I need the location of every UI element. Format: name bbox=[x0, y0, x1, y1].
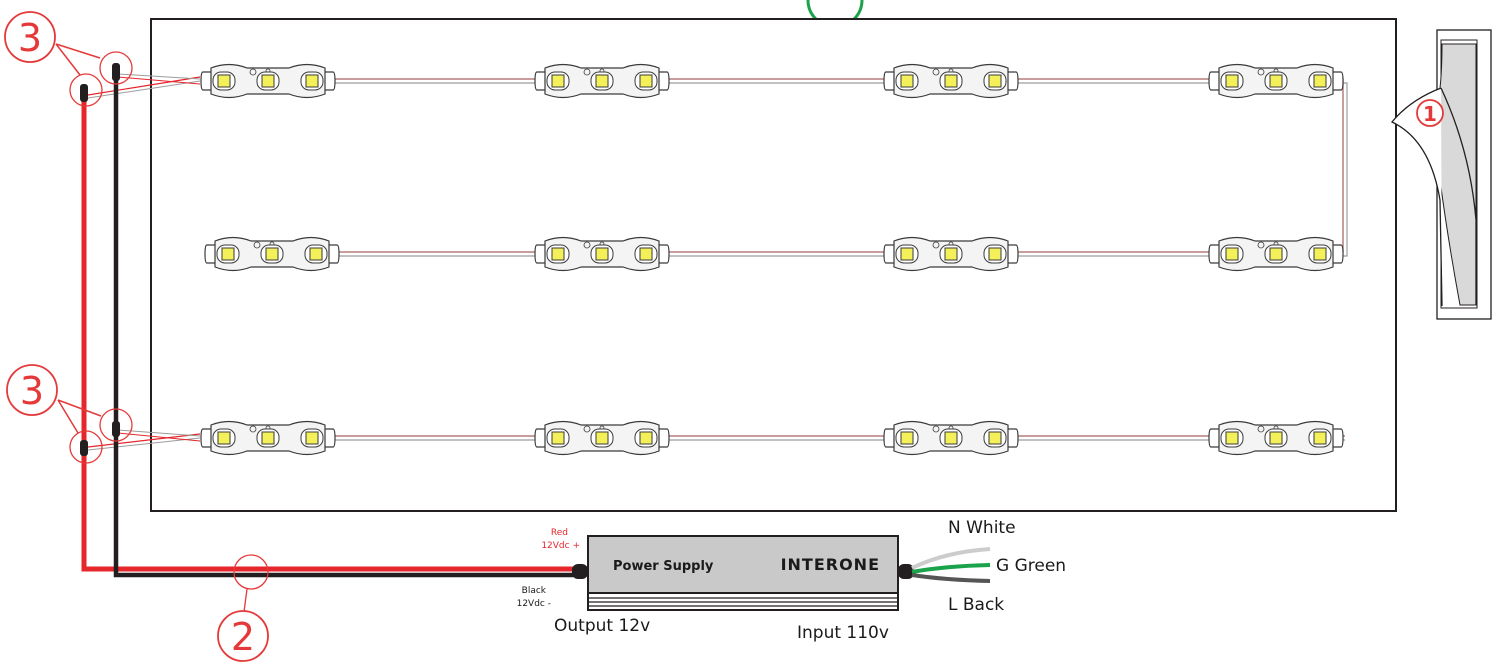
white-wire bbox=[911, 547, 991, 570]
white-wire-label: N White bbox=[948, 518, 1016, 538]
psu-output-connector bbox=[572, 564, 588, 579]
led-module bbox=[200, 63, 336, 99]
marker-1-circle bbox=[1416, 99, 1444, 127]
psu-title: Power Supply bbox=[613, 559, 714, 574]
connector-black-top bbox=[112, 63, 120, 81]
led-module bbox=[534, 236, 670, 272]
marker-3-top: 3 bbox=[4, 11, 133, 107]
marker-2-number: 2 bbox=[231, 615, 255, 659]
led-module bbox=[204, 236, 340, 272]
marker-3-top-number: 3 bbox=[18, 16, 42, 60]
led-module bbox=[1208, 420, 1344, 456]
black-lead-voltage: 12Vdc - bbox=[517, 599, 551, 609]
marker-1-number: 1 bbox=[1423, 102, 1437, 126]
output-label: Output 12v bbox=[554, 616, 650, 636]
black-wire-label: L Back bbox=[948, 595, 1004, 615]
ac-input-wires bbox=[911, 547, 991, 583]
led-strand-wires bbox=[330, 78, 1348, 441]
led-module bbox=[883, 236, 1019, 272]
red-lead-voltage: 12Vdc + bbox=[541, 541, 580, 551]
module-leads bbox=[87, 73, 201, 451]
led-module bbox=[534, 420, 670, 456]
sign-panel bbox=[150, 18, 1397, 512]
side-profile: 1 bbox=[1390, 29, 1492, 320]
power-wires bbox=[80, 63, 580, 578]
psu-input-connector bbox=[898, 564, 914, 579]
red-lead-label: Red bbox=[551, 528, 568, 538]
led-module bbox=[534, 63, 670, 99]
connector-red-top bbox=[80, 84, 88, 102]
black-ac-wire bbox=[911, 573, 991, 583]
green-wire bbox=[911, 563, 991, 574]
connector-black-bottom bbox=[112, 421, 120, 437]
black-wire bbox=[113, 75, 580, 578]
led-module bbox=[883, 63, 1019, 99]
led-module bbox=[1208, 63, 1344, 99]
marker-2: 2 bbox=[217, 554, 269, 662]
input-label: Input 110v bbox=[797, 623, 889, 643]
black-lead-label: Black bbox=[522, 586, 547, 596]
psu-body bbox=[587, 535, 899, 594]
connector-red-bottom bbox=[80, 440, 88, 456]
power-supply: Power Supply INTERONE bbox=[572, 535, 914, 611]
marker-3-bottom: 3 bbox=[6, 364, 133, 464]
led-module bbox=[883, 420, 1019, 456]
led-module bbox=[200, 420, 336, 456]
green-wire-label: G Green bbox=[996, 556, 1066, 576]
led-module bbox=[1208, 236, 1344, 272]
marker-3-bottom-number: 3 bbox=[20, 369, 44, 413]
psu-brand: INTERONE bbox=[781, 555, 880, 574]
red-wire bbox=[81, 95, 580, 572]
